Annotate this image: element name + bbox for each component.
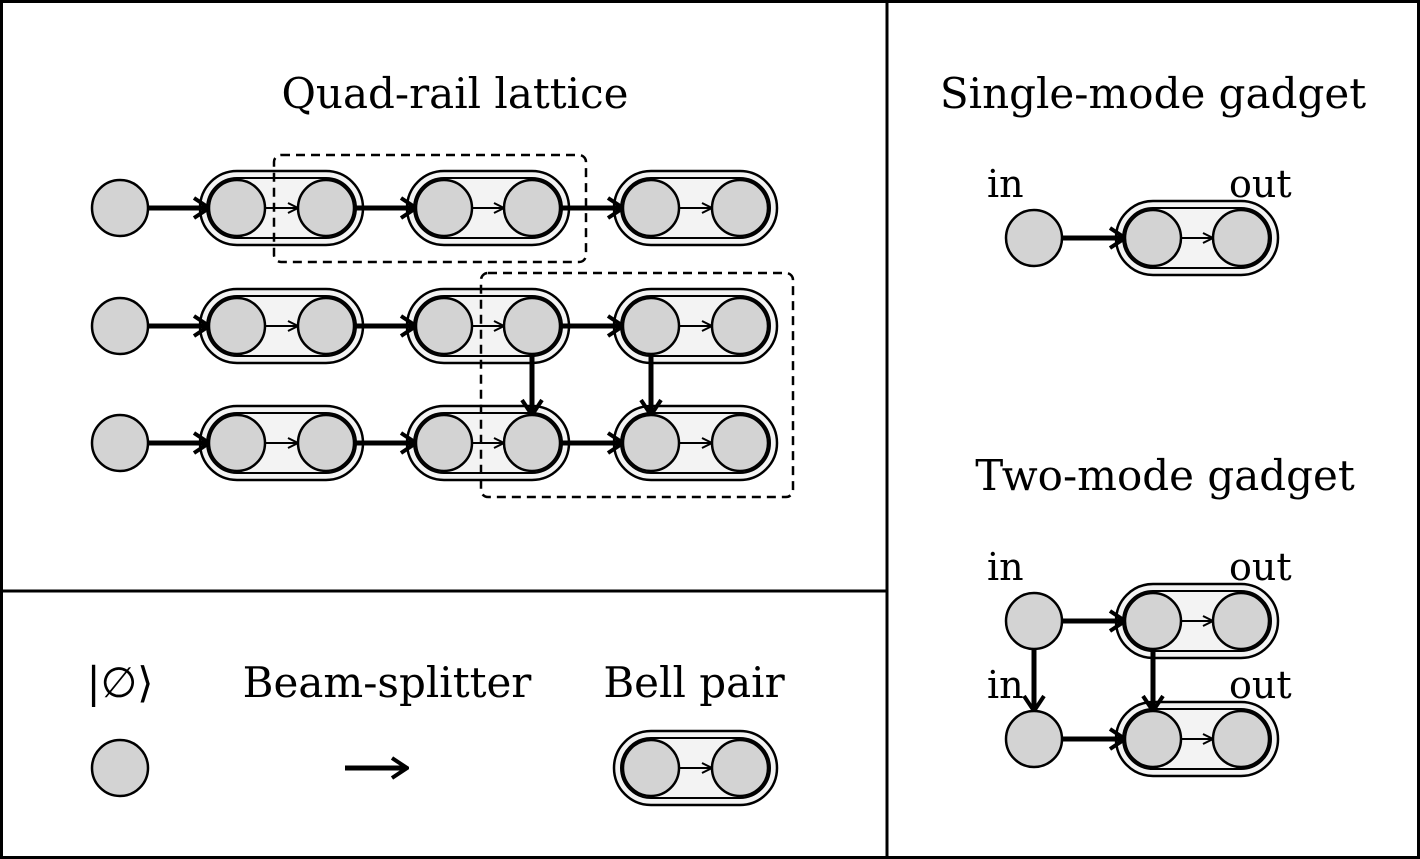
two-mode-gadget-outline [479, 271, 795, 499]
lattice-node-r2-c5 [502, 296, 562, 356]
lattice-node-r1-c6 [621, 178, 681, 238]
lattice-node-r1-c5 [502, 178, 562, 238]
single-pair-node-1 [1123, 208, 1183, 268]
single-pair-node-2 [1211, 208, 1271, 268]
two-node-4 [1004, 709, 1064, 769]
lattice-node-r2-c7 [710, 296, 770, 356]
lattice-title: Quad-rail lattice [282, 69, 629, 118]
lattice-node-r2-c4 [414, 296, 474, 356]
legend-bell-node-2 [710, 738, 770, 798]
single-out-label: out [1229, 162, 1292, 206]
lattice-node-r2-c6 [621, 296, 681, 356]
two-node-2 [1123, 591, 1183, 651]
two-out-label-top: out [1229, 545, 1292, 589]
legend-bell-pair-label: Bell pair [603, 658, 785, 707]
quad-rail-lattice [90, 153, 795, 499]
lattice-node-r3-c5 [502, 413, 562, 473]
lattice-node-r3-c4 [414, 413, 474, 473]
lattice-node-r1-c1 [90, 178, 150, 238]
legend-vacuum-node [90, 738, 150, 798]
single-in-label: in [987, 162, 1024, 206]
lattice-node-r3-c6 [621, 413, 681, 473]
two-mode-gadget: in out in out [987, 545, 1292, 778]
lattice-node-r1-c2 [207, 178, 267, 238]
two-node-5 [1123, 709, 1183, 769]
single-mode-gadget-outline [272, 153, 588, 264]
legend-bell-node-1 [621, 738, 681, 798]
legend-bell-pair-inner [620, 737, 771, 799]
lattice-node-r2-c1 [90, 296, 150, 356]
lattice-node-r3-c3 [296, 413, 356, 473]
two-out-label-bottom: out [1229, 663, 1292, 707]
two-mode-title: Two-mode gadget [975, 451, 1355, 500]
two-node-3 [1211, 591, 1271, 651]
lattice-node-r3-c2 [207, 413, 267, 473]
lattice-node-r1-c7 [710, 178, 770, 238]
legend: |∅⟩ Beam-splitter Bell pair [86, 658, 786, 807]
two-in-label-bottom: in [987, 663, 1024, 707]
lattice-node-r3-c7 [710, 413, 770, 473]
two-node-1 [1004, 591, 1064, 651]
lattice-node-r2-c2 [207, 296, 267, 356]
legend-vacuum-label: |∅⟩ [86, 658, 153, 707]
lattice-node-r2-c3 [296, 296, 356, 356]
two-node-6 [1211, 709, 1271, 769]
legend-beam-splitter-label: Beam-splitter [243, 658, 533, 707]
lattice-node-r1-c4 [414, 178, 474, 238]
single-mode-title: Single-mode gadget [940, 69, 1366, 118]
single-mode-gadget: in out [987, 162, 1292, 277]
lattice-node-r1-c3 [296, 178, 356, 238]
single-input-node [1004, 208, 1064, 268]
two-in-label-top: in [987, 545, 1024, 589]
lattice-node-r3-c1 [90, 413, 150, 473]
